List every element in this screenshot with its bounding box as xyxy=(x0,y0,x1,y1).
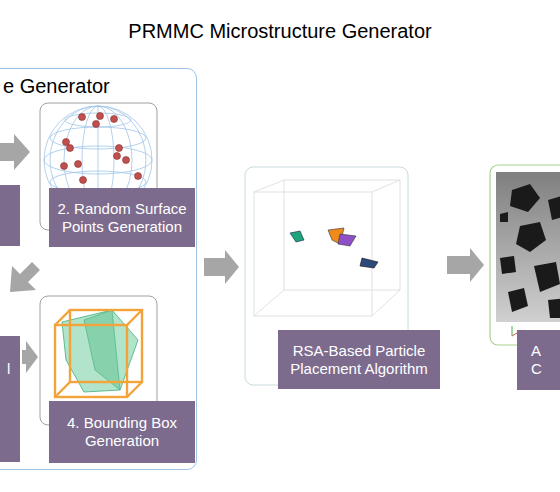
diagram-title: PRMMC Microstructure Generator xyxy=(0,20,560,43)
process-box: 4. Bounding Box Generation xyxy=(49,401,195,463)
panel-heading: e Generator xyxy=(3,75,110,98)
process-box: RSA-Based Particle Placement Algorithm xyxy=(278,330,440,389)
group-panel: e Generator 2. Random Surface Points Gene… xyxy=(0,68,197,470)
box-label: 4. Bounding Box Generation xyxy=(49,414,195,450)
process-box: A C xyxy=(517,330,560,390)
box-label: A C xyxy=(531,342,545,378)
flow-arrow xyxy=(447,248,484,282)
process-box: 2. Random Surface Points Generation xyxy=(49,188,195,247)
cut-label: l xyxy=(7,360,10,378)
flow-arrow xyxy=(204,250,239,284)
box-label: 2. Random Surface Points Generation xyxy=(49,200,195,236)
box-label: RSA-Based Particle Placement Algorithm xyxy=(278,342,440,378)
